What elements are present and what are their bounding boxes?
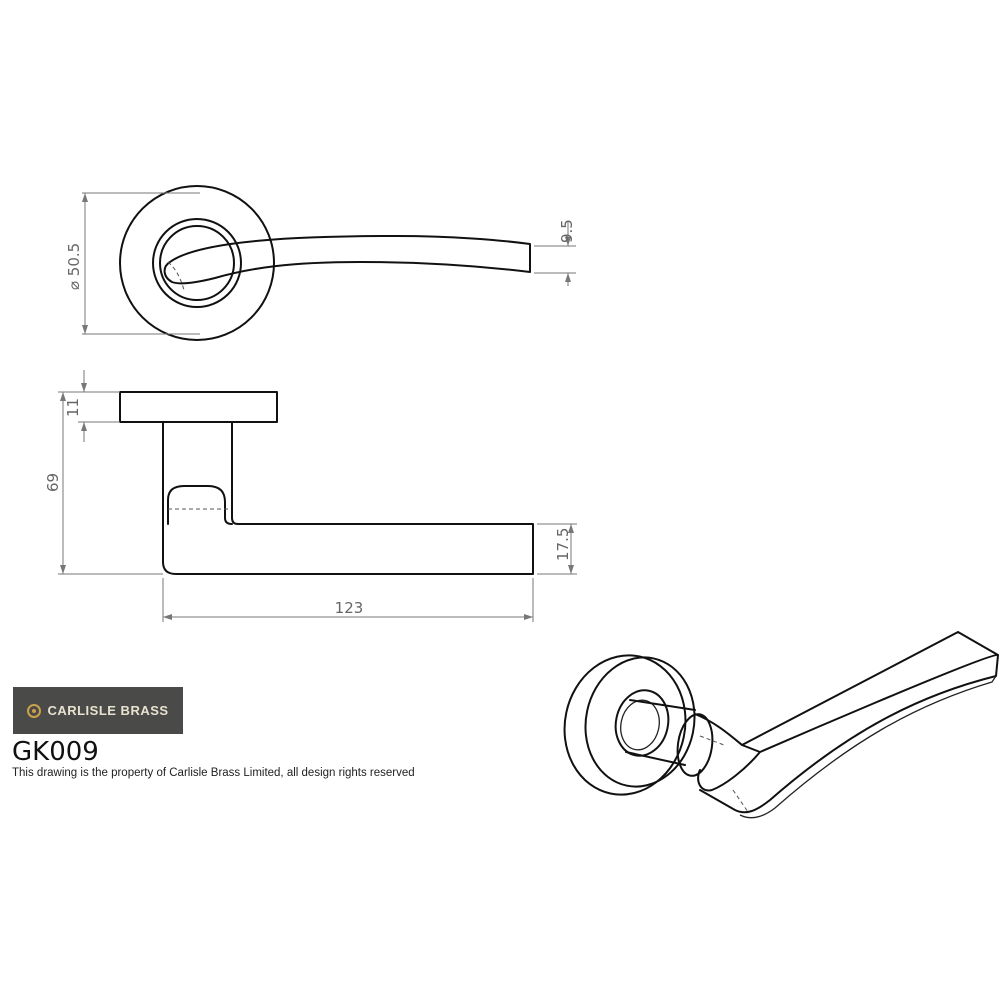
brand-name: CARLISLE BRASS: [47, 703, 169, 718]
iso-rose-back: [563, 654, 687, 796]
iso-neck-hidden: [699, 735, 725, 746]
top-view: ⌀ 50.5 9.5: [65, 185, 576, 341]
side-lever-neck: [167, 485, 233, 525]
iso-collar-inner: [620, 699, 660, 751]
top-rose-outer: [119, 185, 275, 341]
tip-arrows: [565, 237, 571, 282]
iso-neck: [625, 699, 696, 766]
iso-collar-outer: [614, 689, 670, 757]
iso-rose-front: [584, 656, 696, 788]
brand-mark-icon: [27, 703, 42, 718]
isometric-view: [563, 631, 999, 819]
side-view: 11 69 17.5 123: [44, 370, 577, 622]
top-lever-body: [163, 235, 531, 285]
top-lever-hidden: [167, 261, 185, 291]
iso-neck-end: [676, 713, 714, 777]
iso-lever-hidden: [732, 789, 749, 813]
dim-total-height: 69: [44, 473, 62, 492]
dim-lever-grip: 17.5: [554, 528, 572, 561]
iso-lever-edge: [697, 654, 999, 792]
top-rose-inner: [159, 225, 235, 301]
side-rose: [119, 391, 278, 423]
brand-logo: CARLISLE BRASS: [13, 687, 183, 734]
top-rose-collar: [152, 218, 242, 308]
dim-lever-length: 123: [335, 599, 364, 617]
product-code: GK009: [12, 737, 99, 767]
side-lever-body: [162, 421, 534, 575]
iso-lever-underside: [739, 675, 997, 819]
iso-lever-top: [694, 631, 999, 814]
copyright-notice: This drawing is the property of Carlisle…: [12, 767, 415, 779]
dim-lever-tip: 9.5: [558, 219, 576, 243]
dim-rose-thickness: 11: [64, 398, 82, 417]
dim-rose-diameter: ⌀ 50.5: [65, 243, 83, 290]
